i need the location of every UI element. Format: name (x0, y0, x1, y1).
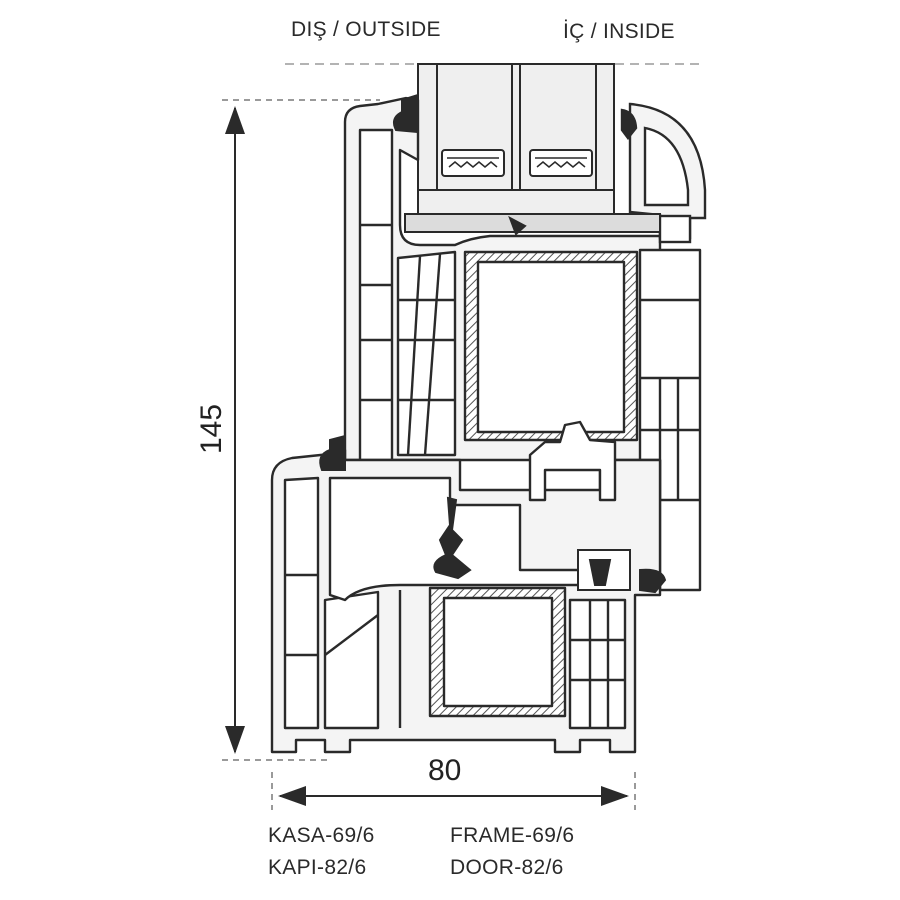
glass-spacer-left (441, 149, 505, 177)
frame-profile (270, 420, 662, 754)
height-label: 145 (195, 403, 228, 455)
legend-door-tr: KAPI-82/6 (268, 856, 367, 879)
legend-frame-tr: KASA-69/6 (268, 824, 375, 847)
width-label: 80 (428, 754, 462, 787)
width-dimension (271, 772, 636, 810)
bead-gasket (620, 108, 638, 140)
outer-glass-gasket (393, 93, 419, 134)
frame-outer-gasket (319, 434, 346, 471)
outside-label: DIŞ / OUTSIDE (291, 18, 441, 41)
legend-door-en: DOOR-82/6 (450, 856, 564, 879)
frame-gaskets (319, 434, 667, 594)
height-dimension (222, 99, 380, 761)
glass-gaskets (393, 93, 661, 236)
setting-block (404, 213, 661, 233)
legend-frame-en: FRAME-69/6 (450, 824, 575, 847)
inside-label: İÇ / INSIDE (563, 20, 675, 43)
center-gasket (433, 496, 472, 580)
glazing-bead (620, 102, 707, 244)
glass-unit (417, 63, 615, 215)
glass-spacer-right (529, 149, 593, 177)
door-sash-profile (343, 96, 702, 592)
